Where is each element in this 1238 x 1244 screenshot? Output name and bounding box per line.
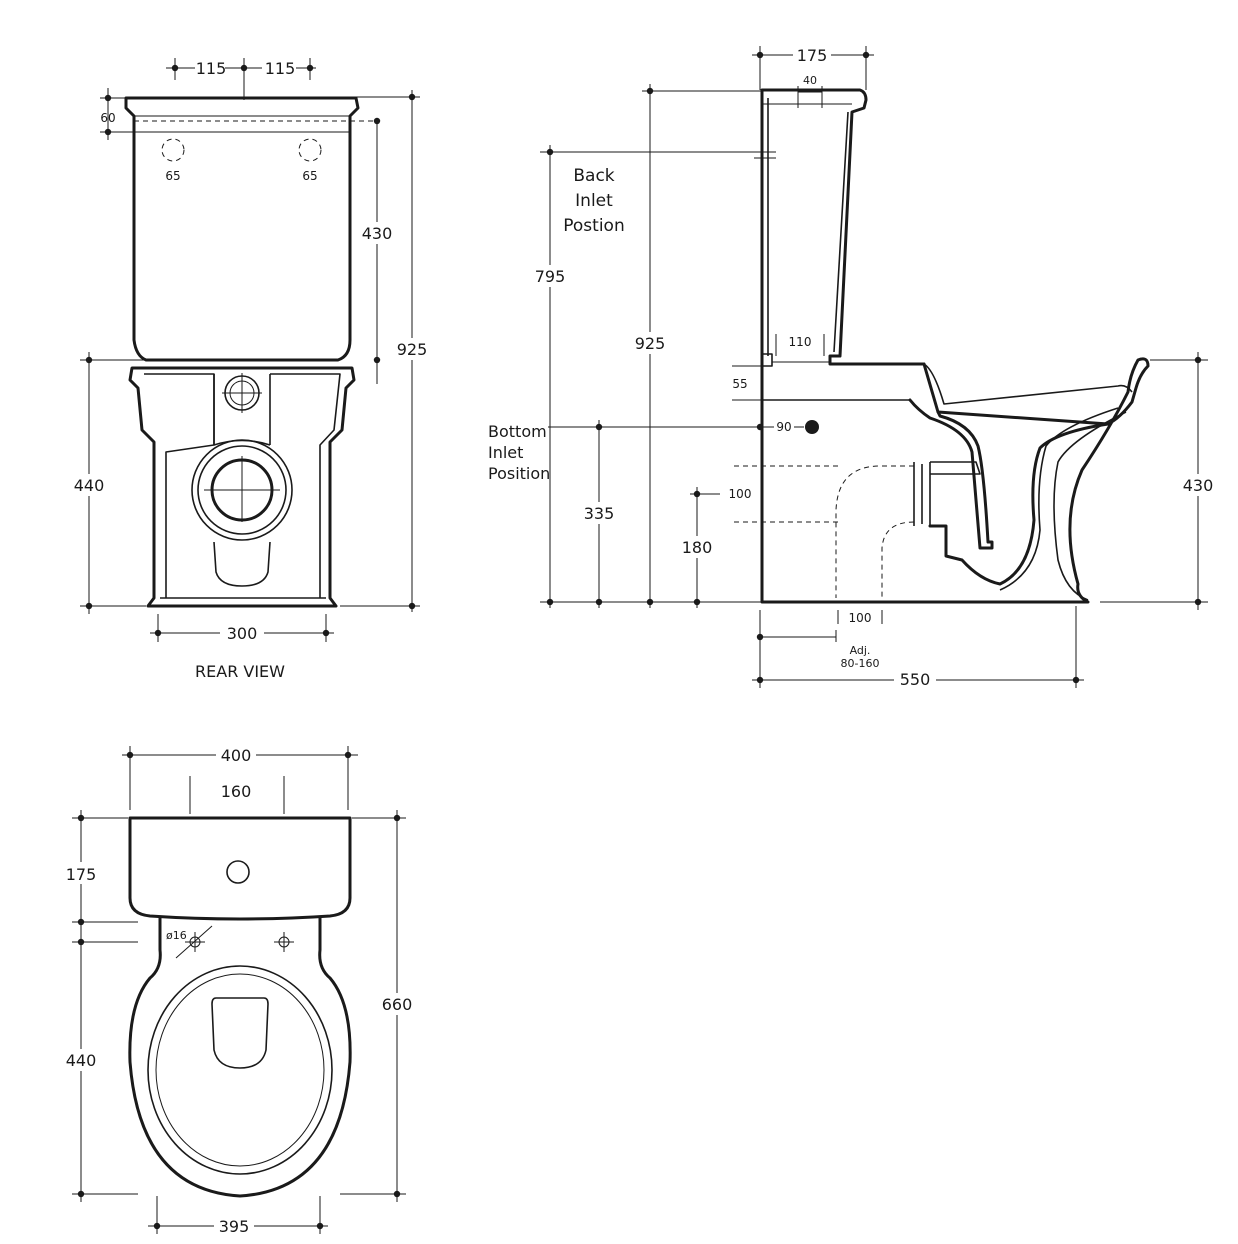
side-adj-label: Adj. bbox=[850, 644, 871, 657]
rear-hole-left-label: 65 bbox=[165, 169, 180, 183]
plan-dim-holes: 160 bbox=[221, 782, 252, 801]
rear-dim-total: 925 bbox=[397, 340, 428, 359]
side-bowl-inner bbox=[928, 422, 1110, 586]
rear-cistern-outline bbox=[124, 96, 360, 362]
side-dim-total: 925 bbox=[635, 334, 666, 353]
plan-dim-cistern-depth: 175 bbox=[66, 865, 97, 884]
side-dim-outlet-dia: 100 bbox=[729, 487, 752, 501]
side-rim bbox=[923, 363, 1133, 405]
side-dim-top-inner: 40 bbox=[803, 74, 817, 87]
rear-view: 65 65 115 115 60 430 bbox=[70, 58, 432, 681]
side-cistern-inner bbox=[767, 98, 849, 356]
bottom-inlet-label-3: Position bbox=[488, 464, 550, 483]
back-inlet-label-1: Back bbox=[573, 166, 614, 186]
rear-dim-top-left: 115 bbox=[196, 59, 227, 78]
plan-cistern-outline bbox=[128, 816, 352, 921]
plan-flush-button bbox=[226, 860, 250, 884]
side-dim-cistern-base: 110 bbox=[789, 335, 812, 349]
plan-dim-total-depth: 660 bbox=[382, 995, 413, 1014]
side-dim-back-inlet: 795 bbox=[535, 267, 566, 286]
rear-hole-left bbox=[161, 138, 185, 162]
side-bowl-wall bbox=[999, 407, 1127, 601]
plan-dim-fix-hole: ø16 bbox=[166, 929, 187, 942]
rear-outlet-outer bbox=[191, 439, 293, 541]
rear-view-label: REAR VIEW bbox=[195, 662, 285, 681]
rear-outlet-mid bbox=[197, 445, 287, 535]
side-cistern-base bbox=[761, 353, 773, 367]
rear-dim-cistern: 430 bbox=[362, 224, 393, 243]
rear-dim-rim: 60 bbox=[100, 111, 115, 125]
side-dim-floor-outlet: 100 bbox=[849, 611, 872, 625]
plan-seat-inner bbox=[155, 973, 325, 1167]
bottom-inlet-label-2: Inlet bbox=[488, 443, 523, 462]
rear-dim-base: 300 bbox=[227, 624, 258, 643]
plan-pan-outline bbox=[128, 916, 352, 1198]
plan-seat-outer bbox=[147, 965, 333, 1175]
side-dim-bottom-inlet: 335 bbox=[584, 504, 615, 523]
bottom-inlet-label-1: Bottom bbox=[488, 422, 547, 441]
rear-dim-top-right: 115 bbox=[265, 59, 296, 78]
side-adj-range: 80-160 bbox=[841, 657, 880, 670]
side-outlet-connector bbox=[913, 462, 931, 526]
side-bottom-inlet bbox=[805, 420, 819, 434]
side-dim-top: 175 bbox=[797, 46, 828, 65]
rear-dim-pan: 440 bbox=[74, 476, 105, 495]
side-dim-length: 550 bbox=[900, 670, 931, 689]
side-dim-gap: 55 bbox=[732, 377, 747, 391]
side-trapway bbox=[908, 398, 994, 550]
side-dim-pan-height: 430 bbox=[1183, 476, 1214, 495]
side-dim-inlet-offset: 90 bbox=[776, 420, 791, 434]
plan-dim-pan-width: 395 bbox=[219, 1217, 250, 1236]
back-inlet-label-3: Postion bbox=[563, 216, 624, 236]
side-dim-outlet-height: 180 bbox=[682, 538, 713, 557]
rear-outlet-trap bbox=[213, 541, 271, 587]
plan-dim-pan-depth: 440 bbox=[66, 1051, 97, 1070]
rear-hole-right-label: 65 bbox=[302, 169, 317, 183]
plan-bowl-opening bbox=[211, 997, 269, 1069]
plan-view: ø16 400 160 175 440 660 bbox=[62, 744, 418, 1237]
plan-dim-width: 400 bbox=[221, 746, 252, 765]
side-view: 175 40 Back Inlet Postion 795 925 110 55… bbox=[488, 44, 1218, 691]
side-pan-outline bbox=[760, 357, 1150, 604]
rear-hole-right bbox=[298, 138, 322, 162]
back-inlet-label-2: Inlet bbox=[575, 191, 613, 211]
rear-pan-outline bbox=[128, 366, 356, 608]
side-cistern-outline bbox=[760, 88, 926, 368]
